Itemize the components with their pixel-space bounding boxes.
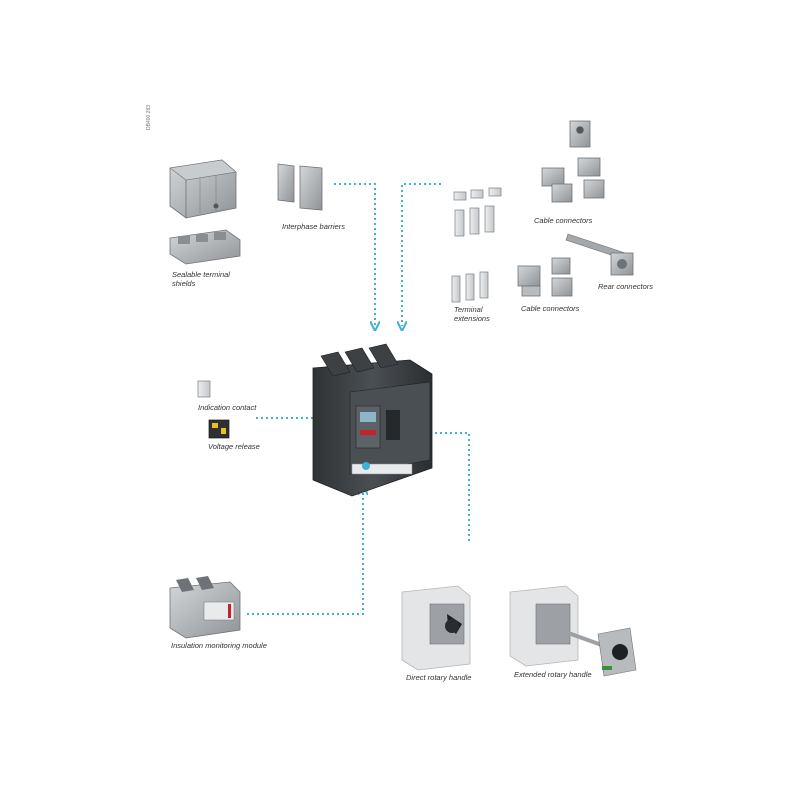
insulation-monitoring-module-image (169, 576, 241, 639)
label-insulation-monitoring-module: Insulation monitoring module (171, 641, 267, 650)
label-indication-contact: Indication contact (198, 403, 257, 412)
connector-connectors (402, 183, 441, 326)
cable-connectors-bottom-image (517, 257, 573, 297)
direct-rotary-handle-image (401, 585, 471, 671)
terminal-extensions-image (451, 271, 489, 303)
label-interphase-barriers: Interphase barriers (282, 222, 345, 231)
terminal-lugs-image (453, 187, 502, 237)
label-terminal-extensions: Terminal extensions (454, 305, 490, 323)
label-rear-connectors: Rear connectors (598, 282, 654, 291)
connector-interphase (334, 183, 375, 326)
label-extended-rotary-handle: Extended rotary handle (514, 670, 592, 679)
connector-rotary (414, 433, 470, 541)
sealable-terminal-shields-image (169, 159, 241, 265)
figure-code: DB400 283 (146, 104, 152, 130)
circuit-breaker-image (312, 343, 433, 497)
interphase-barriers-image (277, 163, 323, 211)
voltage-release-image (208, 419, 230, 439)
label-cable-connectors-top: Cable connectors (534, 216, 593, 225)
extended-rotary-handle-image (509, 585, 637, 677)
rear-connectors-image (565, 233, 634, 276)
label-direct-rotary-handle: Direct rotary handle (406, 673, 472, 682)
label-sealable-terminal-shields: Sealable terminal shields (172, 270, 230, 288)
cable-connectors-top-image (541, 120, 605, 203)
label-voltage-release: Voltage release (208, 442, 260, 451)
label-cable-connectors-bottom: Cable connectors (521, 304, 580, 313)
indication-contact-image (197, 380, 211, 398)
connector-insulation (247, 490, 363, 615)
